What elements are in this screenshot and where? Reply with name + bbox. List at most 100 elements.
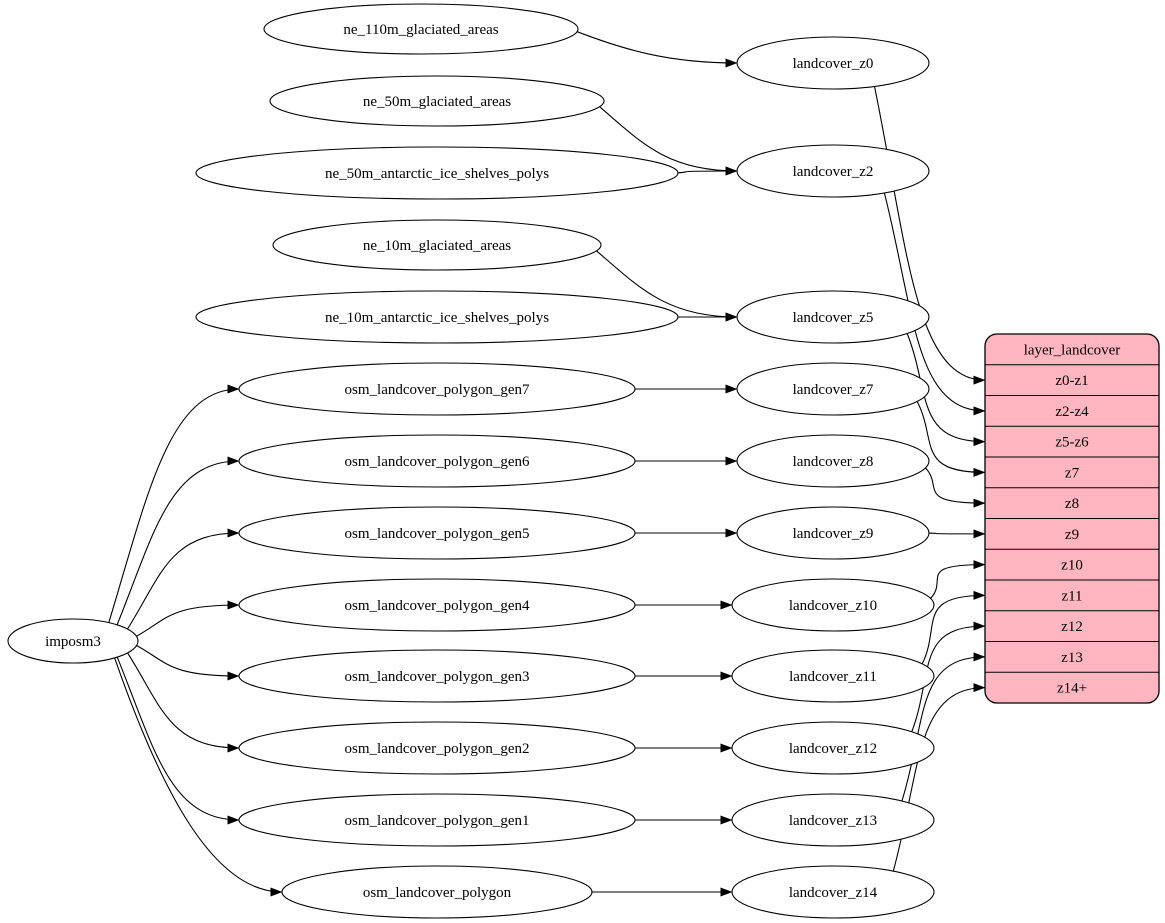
- node-layer: imposm3 ne_110m_glaciated_areas ne_50m_gla…: [7, 3, 935, 919]
- node-ne_10m_glaciated_areas: ne_10m_glaciated_areas: [272, 219, 602, 271]
- node-osm_landcover_polygon_gen4: osm_landcover_polygon_gen4: [238, 578, 636, 632]
- node-landcover_z13: landcover_z13: [731, 793, 935, 847]
- node-label-ne_110m_glaciated_areas: ne_110m_glaciated_areas: [343, 22, 498, 38]
- edge-imposm3-to-osm_landcover_polygon_gen1: [116, 656, 240, 825]
- node-ne_10m_antarctic_ice_shelves_polys: ne_10m_antarctic_ice_shelves_polys: [195, 290, 679, 344]
- node-label-landcover_z13: landcover_z13: [789, 813, 877, 829]
- node-label-landcover_z0: landcover_z0: [793, 56, 874, 72]
- node-ellipse-landcover_z12: [731, 721, 935, 775]
- node-label-osm_landcover_polygon_gen3: osm_landcover_polygon_gen3: [345, 669, 530, 685]
- edge-ne_110m_glaciated_areas-to-landcover_z0: [576, 31, 738, 68]
- record-row-z11: z11: [1061, 588, 1082, 604]
- node-label-osm_landcover_polygon: osm_landcover_polygon: [363, 885, 512, 901]
- edge-ne_50m_glaciated_areas-to-landcover_z2: [599, 106, 738, 176]
- node-landcover_z5: landcover_z5: [736, 290, 930, 344]
- node-ellipse-ne_10m_antarctic_ice_shelves_polys: [195, 290, 679, 344]
- edge-landcover_z12-to-layer_landcover-z12: [911, 621, 986, 732]
- record-row-z10: z10: [1061, 558, 1083, 574]
- record-row-z13: z13: [1061, 650, 1083, 666]
- node-landcover_z8: landcover_z8: [736, 434, 930, 488]
- node-label-landcover_z10: landcover_z10: [789, 598, 877, 614]
- record-row-z9: z9: [1065, 527, 1079, 543]
- node-osm_landcover_polygon_gen5: osm_landcover_polygon_gen5: [238, 506, 636, 560]
- node-label-landcover_z2: landcover_z2: [793, 164, 874, 180]
- node-label-ne_50m_glaciated_areas: ne_50m_glaciated_areas: [363, 94, 511, 110]
- node-ellipse-osm_landcover_polygon_gen6: [238, 434, 636, 488]
- node-ellipse-landcover_z5: [736, 290, 930, 344]
- node-label-landcover_z9: landcover_z9: [793, 526, 874, 542]
- node-ellipse-landcover_z14: [731, 865, 935, 919]
- node-ellipse-ne_10m_glaciated_areas: [272, 219, 602, 271]
- node-label-landcover_z7: landcover_z7: [793, 382, 874, 398]
- node-label-landcover_z8: landcover_z8: [793, 454, 874, 470]
- edge-ne_50m_antarctic_ice_shelves_polys-to-landcover_z2: [677, 166, 738, 176]
- node-ellipse-osm_landcover_polygon_gen2: [238, 721, 636, 775]
- node-ellipse-ne_50m_antarctic_ice_shelves_polys: [195, 146, 679, 200]
- edge-imposm3-to-osm_landcover_polygon_gen4: [136, 600, 240, 637]
- node-label-ne_10m_antarctic_ice_shelves_polys: ne_10m_antarctic_ice_shelves_polys: [325, 310, 549, 326]
- edge-landcover_z14-to-layer_landcover-z14+: [892, 683, 986, 872]
- record-row-z14+: z14+: [1057, 681, 1087, 697]
- node-label-osm_landcover_polygon_gen6: osm_landcover_polygon_gen6: [345, 454, 530, 470]
- node-label-osm_landcover_polygon_gen2: osm_landcover_polygon_gen2: [345, 741, 530, 757]
- node-ellipse-landcover_z2: [736, 144, 930, 198]
- node-ellipse-ne_110m_glaciated_areas: [263, 3, 579, 55]
- record-layer: layer_landcoverz0-z1z2-z4z5-z6z7z8z9z10z…: [984, 333, 1160, 704]
- edge-imposm3-to-osm_landcover_polygon_gen6: [116, 456, 240, 626]
- node-label-ne_50m_antarctic_ice_shelves_polys: ne_50m_antarctic_ice_shelves_polys: [325, 166, 549, 182]
- record-row-z7: z7: [1065, 465, 1080, 481]
- node-label-osm_landcover_polygon_gen1: osm_landcover_polygon_gen1: [345, 813, 530, 829]
- edge-landcover_z9-to-layer_landcover-z9: [928, 529, 986, 539]
- edge-landcover_z10-to-layer_landcover-z10: [930, 560, 986, 599]
- edge-landcover_z11-to-layer_landcover-z11: [921, 590, 986, 665]
- edge-landcover_z8-to-layer_landcover-z8: [925, 467, 986, 508]
- node-ne_50m_glaciated_areas: ne_50m_glaciated_areas: [269, 75, 605, 127]
- node-ellipse-landcover_z13: [731, 793, 935, 847]
- edge-landcover_z7-to-layer_landcover-z7: [916, 401, 986, 477]
- node-ellipse-osm_landcover_polygon_gen5: [238, 506, 636, 560]
- node-ellipse-osm_landcover_polygon_gen3: [238, 649, 636, 703]
- edge-landcover_z2-to-layer_landcover-z2-z4: [883, 192, 986, 416]
- node-landcover_z14: landcover_z14: [731, 865, 935, 919]
- edge-imposm3-to-osm_landcover_polygon_gen3: [136, 645, 240, 681]
- node-landcover_z12: landcover_z12: [731, 721, 935, 775]
- node-label-landcover_z12: landcover_z12: [789, 741, 877, 757]
- edge-imposm3-to-osm_landcover_polygon_gen5: [127, 528, 240, 630]
- node-label-osm_landcover_polygon_gen5: osm_landcover_polygon_gen5: [345, 526, 530, 542]
- node-ellipse-osm_landcover_polygon: [281, 865, 593, 919]
- record-row-z12: z12: [1061, 619, 1083, 635]
- node-label-landcover_z5: landcover_z5: [793, 310, 874, 326]
- node-imposm3: imposm3: [7, 618, 139, 664]
- record-row-z5-z6: z5-z6: [1055, 435, 1089, 451]
- node-label-osm_landcover_polygon_gen4: osm_landcover_polygon_gen4: [345, 598, 530, 614]
- node-ellipse-osm_landcover_polygon_gen4: [238, 578, 636, 632]
- node-landcover_z11: landcover_z11: [731, 649, 935, 703]
- node-landcover_z0: landcover_z0: [736, 36, 930, 90]
- node-ellipse-landcover_z10: [731, 578, 935, 632]
- node-label-imposm3: imposm3: [45, 634, 101, 650]
- edge-imposm3-to-osm_landcover_polygon_gen2: [127, 652, 240, 753]
- node-ellipse-landcover_z0: [736, 36, 930, 90]
- node-osm_landcover_polygon_gen6: osm_landcover_polygon_gen6: [238, 434, 636, 488]
- edge-imposm3-to-osm_landcover_polygon: [114, 657, 283, 897]
- record-row-z8: z8: [1065, 496, 1079, 512]
- node-osm_landcover_polygon_gen2: osm_landcover_polygon_gen2: [238, 721, 636, 775]
- node-osm_landcover_polygon_gen7: osm_landcover_polygon_gen7: [238, 362, 636, 416]
- node-ellipse-osm_landcover_polygon_gen7: [238, 362, 636, 416]
- edge-layer: [108, 31, 986, 897]
- node-label-landcover_z14: landcover_z14: [789, 885, 878, 901]
- node-ellipse-landcover_z11: [731, 649, 935, 703]
- node-ellipse-ne_50m_glaciated_areas: [269, 75, 605, 127]
- node-label-ne_10m_glaciated_areas: ne_10m_glaciated_areas: [363, 238, 511, 254]
- node-label-landcover_z11: landcover_z11: [789, 669, 877, 685]
- node-landcover_z7: landcover_z7: [736, 362, 930, 416]
- node-osm_landcover_polygon_gen1: osm_landcover_polygon_gen1: [238, 793, 636, 847]
- node-ne_50m_antarctic_ice_shelves_polys: ne_50m_antarctic_ice_shelves_polys: [195, 146, 679, 200]
- edge-landcover_z13-to-layer_landcover-z13: [901, 652, 986, 802]
- node-landcover_z2: landcover_z2: [736, 144, 930, 198]
- node-ellipse-imposm3: [7, 618, 139, 664]
- edge-imposm3-to-osm_landcover_polygon_gen7: [108, 384, 240, 623]
- node-landcover_z10: landcover_z10: [731, 578, 935, 632]
